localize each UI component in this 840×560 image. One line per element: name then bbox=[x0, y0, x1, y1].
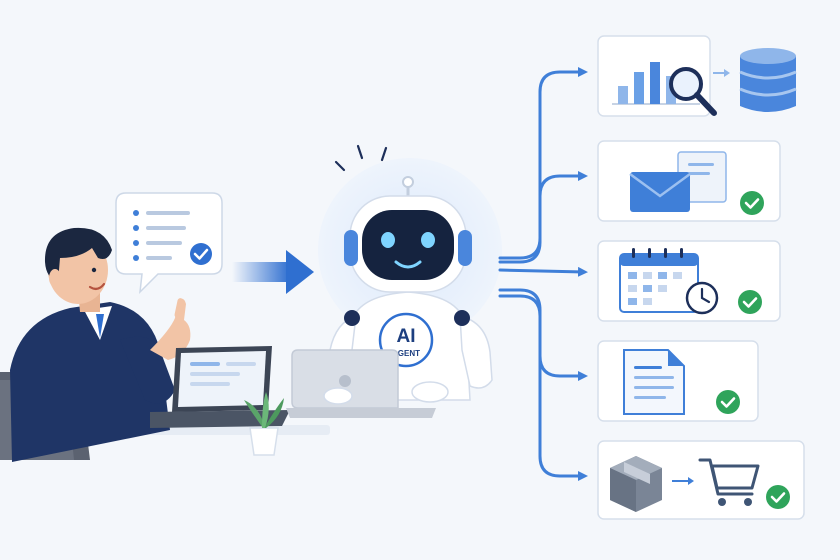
shopping-cart-icon bbox=[698, 458, 760, 506]
robot-badge-ai: AI bbox=[397, 326, 416, 347]
small-flow-arrow bbox=[713, 69, 730, 77]
person-at-desk-icon bbox=[0, 227, 330, 462]
task-card-document bbox=[597, 340, 759, 422]
envelope-document-icon bbox=[629, 151, 727, 212]
task-card-shopping bbox=[597, 440, 805, 520]
task-card-calendar bbox=[597, 240, 781, 322]
package-icon bbox=[610, 456, 662, 512]
check-circle-icon bbox=[766, 485, 790, 509]
check-circle-icon bbox=[738, 290, 762, 314]
document-icon bbox=[623, 349, 685, 415]
check-circle-icon bbox=[716, 390, 740, 414]
request-flow-arrow bbox=[232, 250, 314, 294]
checklist-speech-bubble-icon bbox=[115, 192, 223, 295]
calendar-clock-icon bbox=[619, 248, 719, 315]
database-icon bbox=[739, 48, 797, 112]
small-flow-arrow bbox=[672, 477, 694, 485]
robot-icon: AI AGENT bbox=[286, 144, 502, 418]
task-card-email bbox=[597, 140, 781, 222]
check-circle-icon bbox=[740, 191, 764, 215]
task-card-analytics bbox=[597, 35, 797, 117]
task-connectors bbox=[498, 67, 588, 481]
bar-chart-magnifier-icon bbox=[612, 62, 717, 116]
robot-badge-agent: AGENT bbox=[392, 349, 420, 358]
